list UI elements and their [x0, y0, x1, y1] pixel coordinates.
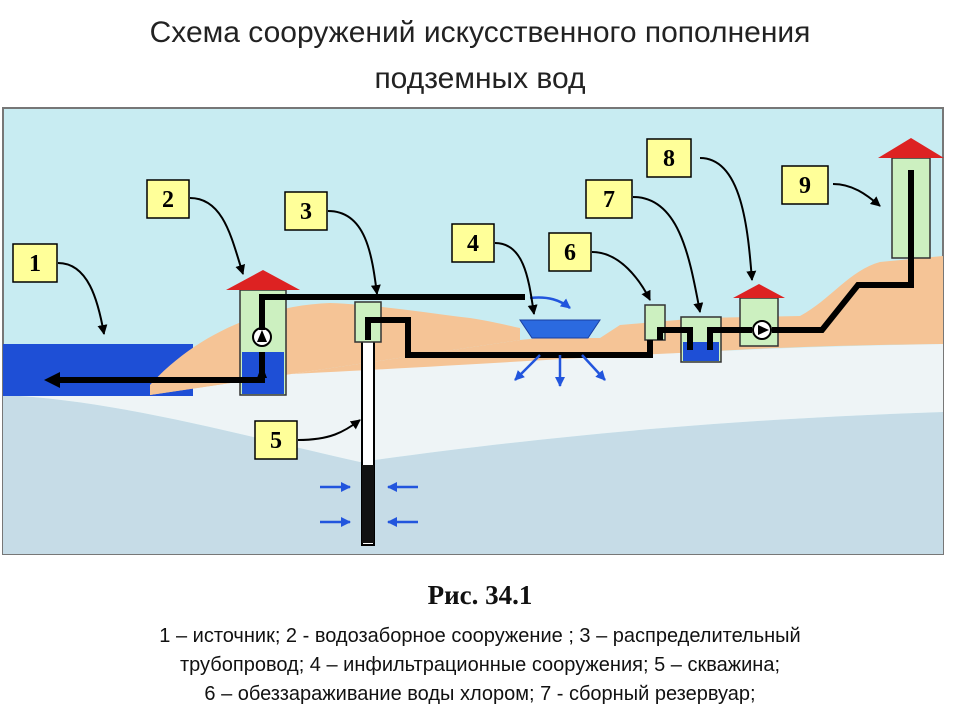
- label-2: 2: [146, 179, 190, 219]
- label-1: 1: [12, 243, 58, 283]
- leader-4: [494, 242, 538, 315]
- basin-inflow-arrow: [529, 296, 571, 309]
- leader-9: [832, 183, 881, 207]
- infiltration-basin: [519, 319, 601, 339]
- reservoir-to-pump-pipe: [707, 327, 752, 350]
- label-9-text: 9: [799, 173, 811, 199]
- label-6-text: 6: [564, 240, 576, 266]
- title-line-1: Схема сооружений искусственного пополнен…: [149, 16, 811, 49]
- legend-line-1: 1 – источник; 2 - водозаборное сооружени…: [159, 625, 801, 647]
- leader-1: [57, 262, 108, 335]
- leader-6: [591, 251, 651, 301]
- leader-3: [327, 210, 381, 295]
- pump-to-tower-pipe: [772, 170, 914, 333]
- label-3: 3: [284, 191, 328, 231]
- intake-roof-2: [226, 270, 300, 290]
- intake-pipe: [52, 352, 265, 383]
- well-screen-5: [362, 465, 374, 543]
- label-1-text: 1: [29, 251, 41, 277]
- legend-line-3: 6 – обеззараживание воды хлором; 7 - сбо…: [204, 683, 756, 705]
- reservoir-pipe-in: [657, 327, 693, 350]
- label-5-text: 5: [270, 428, 282, 454]
- legend: 1 – источник; 2 - водозаборное сооружени…: [40, 622, 920, 709]
- water-tower-roof-9: [878, 138, 944, 158]
- well-pipe: [365, 317, 653, 358]
- label-4-text: 4: [467, 231, 479, 257]
- figure-caption: Рис. 34.1: [427, 580, 533, 610]
- blue-flow-arrows: [320, 296, 606, 527]
- label-5: 5: [254, 420, 298, 460]
- leader-lines: [57, 157, 881, 441]
- pipelines: [52, 170, 914, 383]
- diagram-title: Схема сооружений искусственного пополнен…: [0, 10, 960, 102]
- pump-arrow-8: [758, 325, 769, 335]
- label-7: 7: [585, 179, 633, 219]
- title-line-2: подземных вод: [374, 62, 586, 95]
- infiltration-arrow-right: [581, 354, 606, 381]
- leader-2: [189, 197, 245, 275]
- intake-flow-arrow: [44, 372, 60, 388]
- label-8-text: 8: [663, 146, 675, 172]
- label-4: 4: [451, 223, 495, 263]
- label-7-text: 7: [603, 187, 615, 213]
- label-8: 8: [646, 138, 692, 178]
- label-3-text: 3: [300, 199, 312, 225]
- label-6: 6: [548, 232, 592, 272]
- leader-7: [632, 196, 704, 313]
- infiltration-arrow-left: [514, 354, 541, 381]
- groundwater-layer: [3, 395, 943, 554]
- legend-line-2: трубопровод; 4 – инфильтрационные сооруж…: [180, 654, 780, 676]
- leader-8: [699, 157, 757, 281]
- distribution-pipe-3: [259, 294, 525, 330]
- label-9: 9: [781, 165, 829, 205]
- intake-pump-arrow-2: [257, 330, 267, 342]
- leader-5: [297, 419, 361, 441]
- pump-station-roof-8: [733, 284, 785, 298]
- label-2-text: 2: [162, 187, 174, 213]
